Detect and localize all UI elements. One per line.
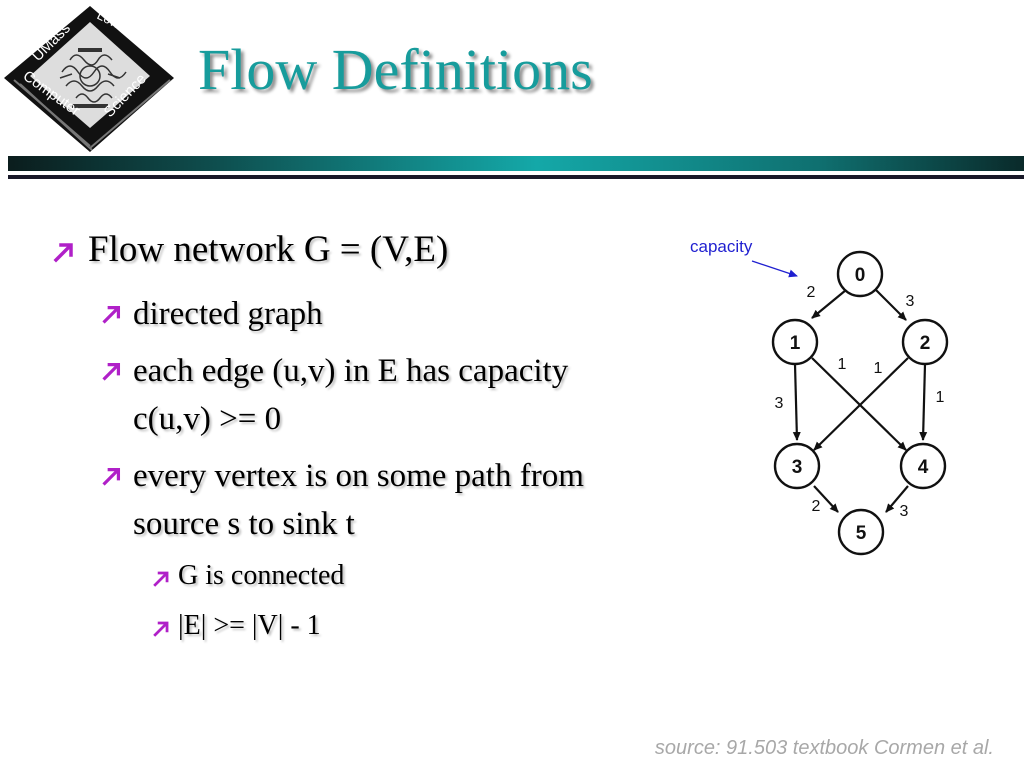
slide-title: Flow Definitions — [198, 37, 593, 102]
node-2 — [901, 318, 949, 366]
bullet-edge-count: |E| >= |V| - 1 — [178, 610, 321, 641]
capacity-1-3: 3 — [775, 395, 784, 412]
bullet-edge-capacity-cont: c(u,v) >= 0 — [133, 401, 282, 437]
node-4 — [899, 442, 947, 490]
flow-network-graph: capacity 0 1 2 3 4 5 — [690, 237, 949, 556]
bullet-directed-graph: directed graph — [133, 296, 323, 332]
bullet-arrow-icon — [102, 305, 121, 324]
node-5-label: 5 — [856, 523, 867, 544]
bullet-arrow-icon — [53, 243, 73, 263]
capacity-3-5: 2 — [812, 498, 821, 515]
node-1-label: 1 — [790, 333, 801, 354]
title-rule-thin — [8, 175, 1024, 179]
node-0 — [836, 250, 884, 298]
capacity-2-3: 1 — [874, 360, 883, 377]
capacity-2-4: 1 — [936, 389, 945, 406]
edge-2-4 — [919, 363, 928, 441]
bullet-arrow-icon — [102, 467, 121, 486]
node-0-label: 0 — [855, 265, 866, 286]
bullet-edge-capacity: each edge (u,v) in E has capacity — [133, 353, 569, 389]
title-rule-thick — [8, 156, 1024, 171]
edge-4-5 — [885, 485, 909, 513]
node-3-label: 3 — [792, 457, 803, 478]
edge-0-2 — [875, 289, 907, 321]
capacity-1-4: 1 — [838, 356, 847, 373]
capacity-0-2: 3 — [906, 293, 915, 310]
capacity-annotation: capacity — [690, 237, 753, 256]
edge-2-3 — [813, 357, 909, 451]
umass-lowell-cs-logo: UMass Lowell Computer Science — [4, 6, 174, 152]
bullet-flow-network: Flow network G = (V,E) — [88, 229, 449, 270]
node-3 — [773, 442, 821, 490]
node-2-label: 2 — [920, 333, 931, 354]
bullet-arrow-icon — [153, 571, 169, 587]
bullet-vertex-path-cont: source s to sink t — [133, 506, 355, 542]
bullet-arrow-icon — [153, 621, 169, 637]
bullet-vertex-path: every vertex is on some path from — [133, 458, 584, 494]
bullet-arrow-icon — [102, 362, 121, 381]
node-1 — [771, 318, 819, 366]
edge-0-1 — [811, 289, 847, 319]
capacity-pointer-arrow — [751, 260, 798, 278]
source-citation: source: 91.503 textbook Cormen et al. — [654, 737, 994, 759]
edge-3-5 — [813, 485, 839, 513]
capacity-4-5: 3 — [900, 503, 909, 520]
node-4-label: 4 — [918, 457, 929, 478]
edge-1-3 — [792, 363, 801, 441]
capacity-0-1: 2 — [807, 284, 816, 301]
node-5 — [837, 508, 885, 556]
bullet-g-connected: G is connected — [178, 560, 345, 591]
edge-1-4 — [811, 357, 907, 451]
